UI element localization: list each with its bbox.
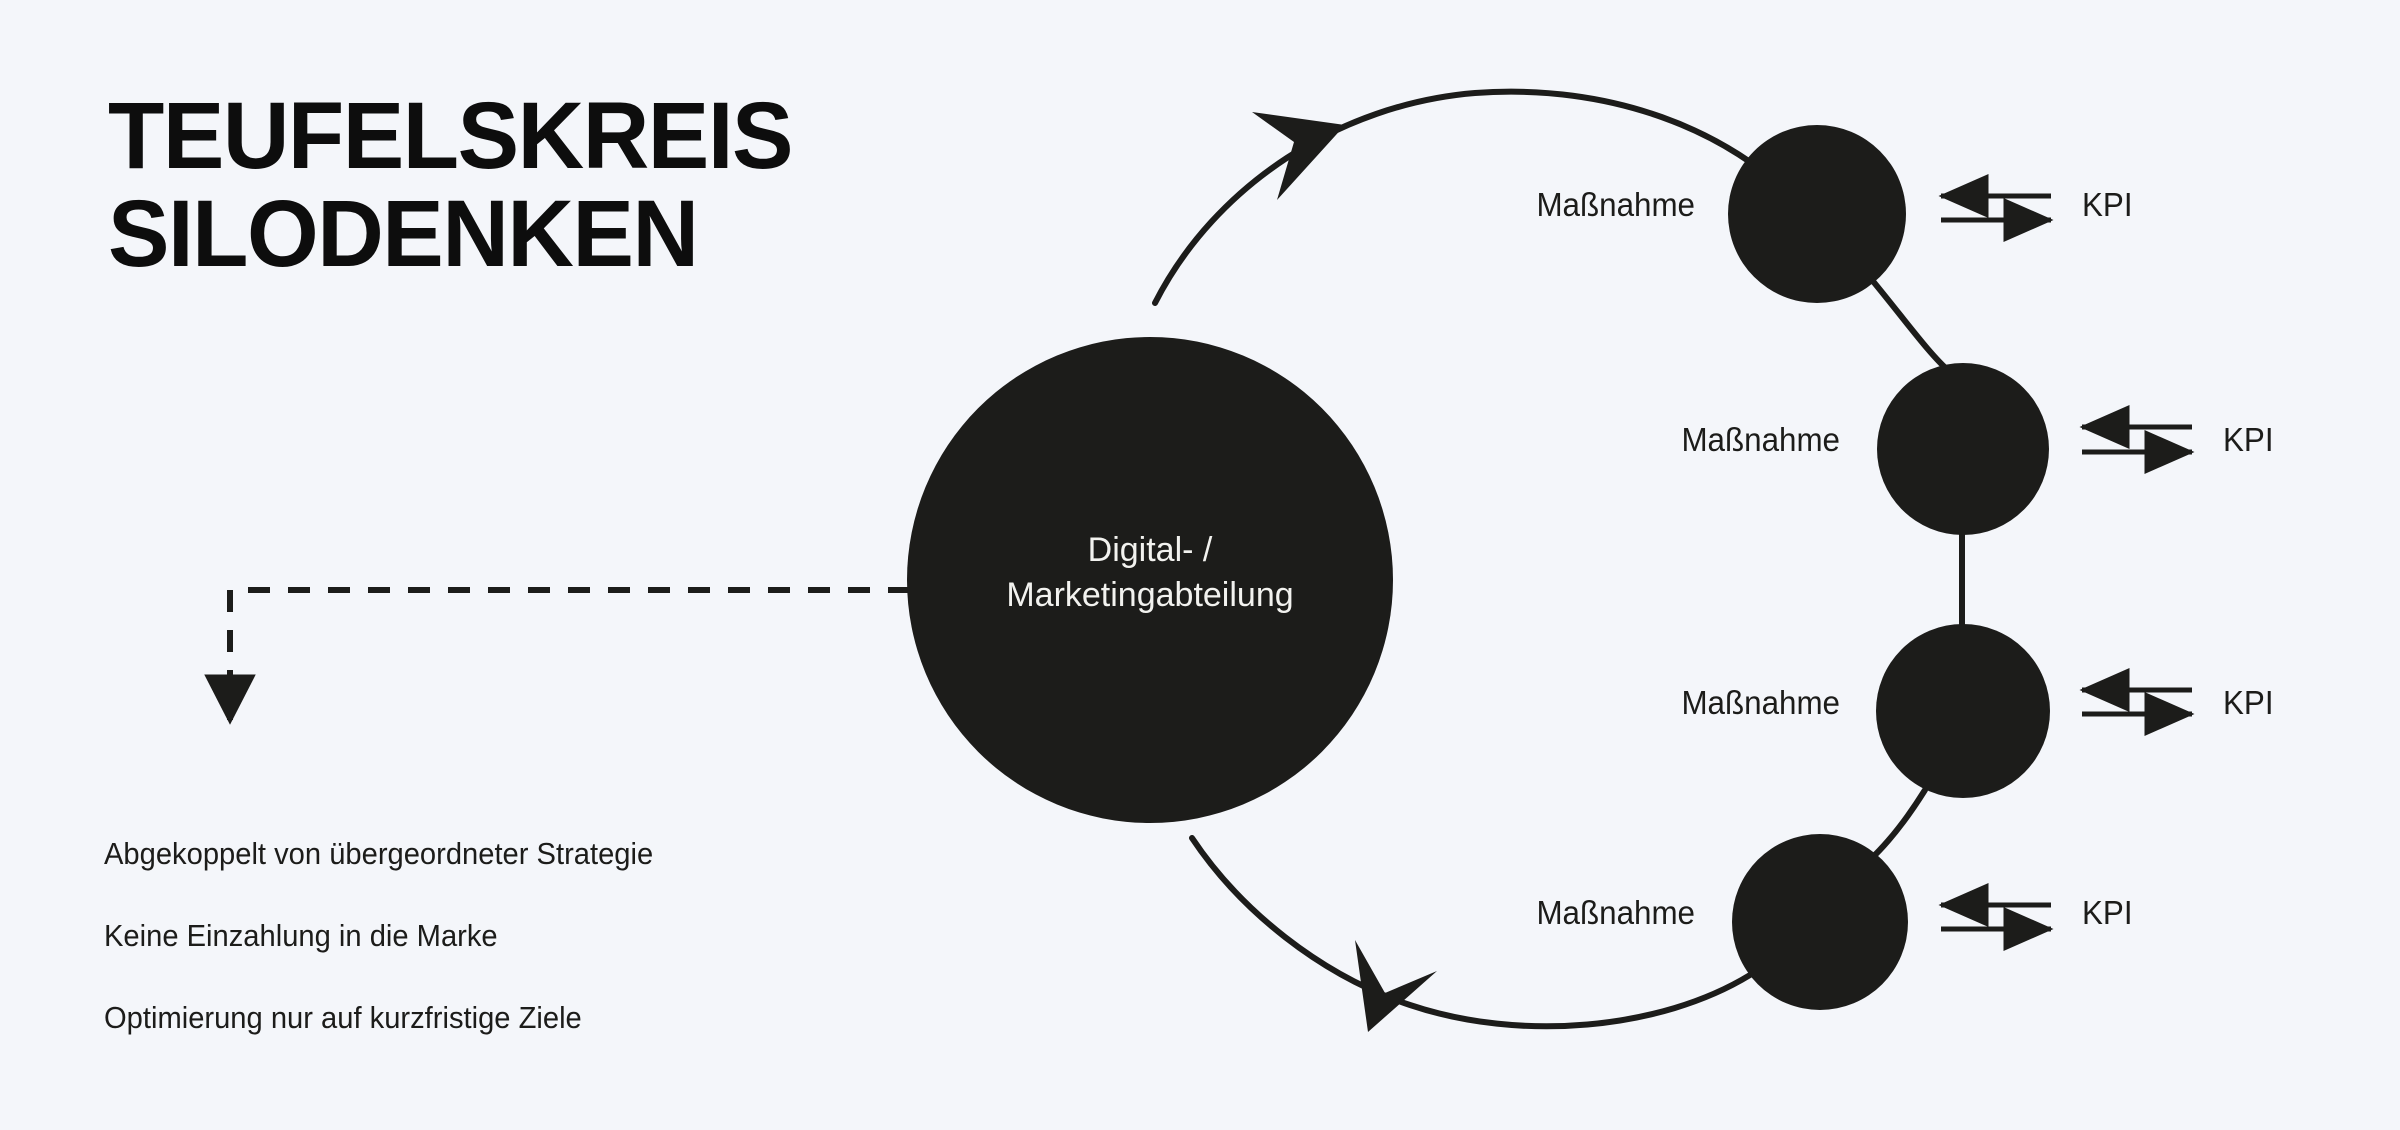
measure-label-3: Maßnahme [1681,684,1840,721]
central-node-circle [907,337,1393,823]
measure-label-1: Maßnahme [1536,186,1695,223]
cycle-arc-upper [1152,88,1803,306]
consequence-item-2: Keine Einzahlung in die Marke [104,918,498,953]
measure-node-circle-3 [1876,624,2050,798]
measure-label-4: Maßnahme [1536,894,1695,931]
title-line-1: TEUFELSKREIS [108,83,793,189]
kpi-arrow-pair-3 [2079,668,2195,736]
consequence-item-3: Optimierung nur auf kurzfristige Ziele [104,1000,582,1035]
kpi-arrow-pair-2 [2079,405,2195,474]
measure-node-circle-2 [1877,363,2049,535]
cycle-arc-upper-arrowhead [1252,112,1345,200]
consequence-dashed-connector [204,587,910,725]
consequence-item-1: Abgekoppelt von übergeordneter Strategie [104,836,654,871]
kpi-label-3: KPI [2223,684,2274,721]
cycle-arc-lower-arrowhead [1355,940,1437,1032]
measure-node-circle-4 [1732,834,1908,1010]
kpi-label-2: KPI [2223,421,2274,458]
measure-node-circle-1 [1728,125,1906,303]
kpi-arrow-pair-1 [1938,174,2054,242]
kpi-label-1: KPI [2082,186,2133,223]
kpi-label-4: KPI [2082,894,2133,931]
page-title: TEUFELSKREIS SILODENKEN [108,83,1008,287]
title-line-2: SILODENKEN [108,180,699,287]
cycle-arc-lower [1189,835,1753,1030]
cycle-arc-seg-1-2 [1869,277,1953,375]
measure-label-2: Maßnahme [1681,421,1840,458]
kpi-arrow-pair-4 [1938,883,2054,951]
consequence-list: Abgekoppelt von übergeordneter Strategie… [104,838,1004,1084]
